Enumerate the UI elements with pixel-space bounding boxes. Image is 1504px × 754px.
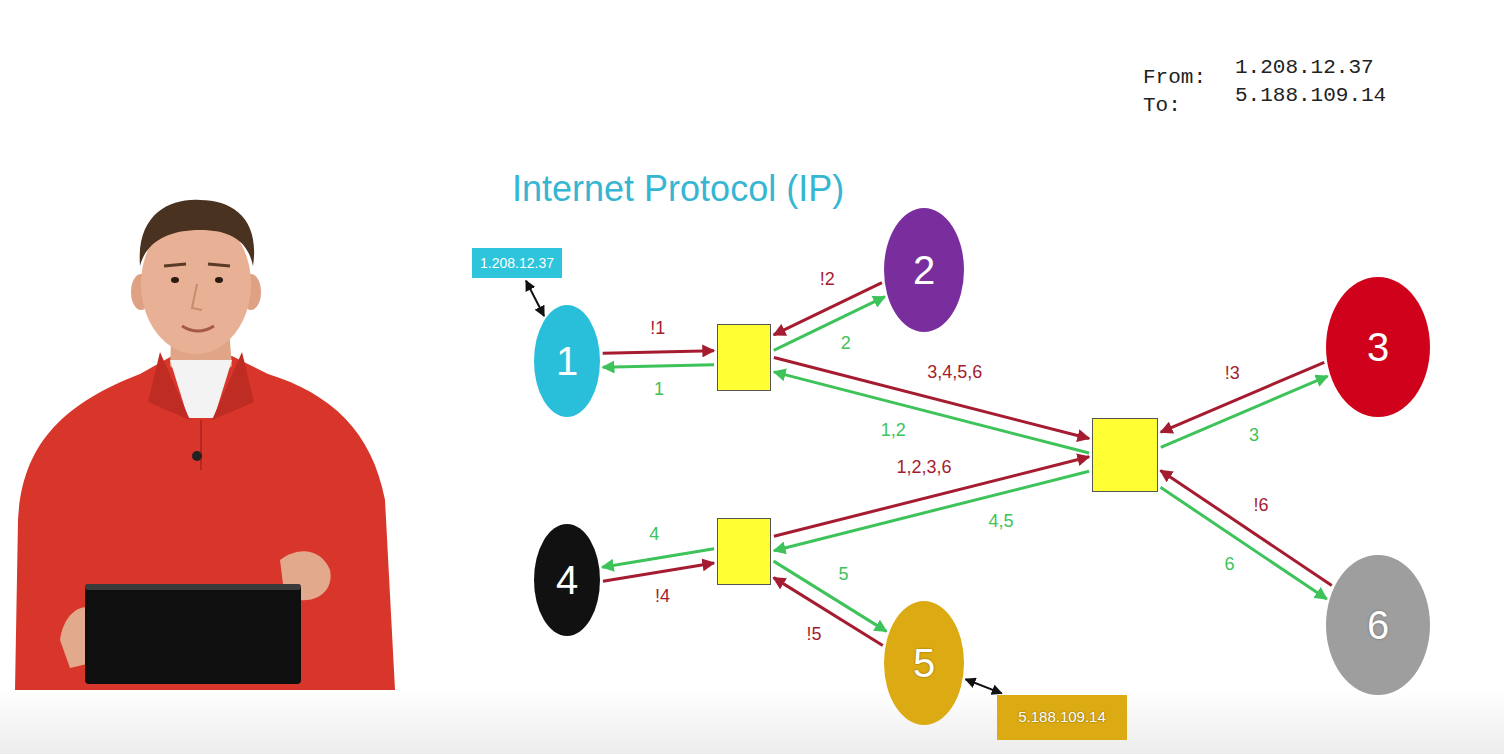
incoming-packet-arrow bbox=[774, 297, 885, 351]
host-circle: 2 bbox=[884, 208, 964, 332]
host-number: 5 bbox=[913, 640, 935, 686]
host-circle-shape bbox=[534, 524, 600, 636]
router-box bbox=[1092, 418, 1158, 492]
ip-address-tag: 1.208.12.37 bbox=[472, 248, 562, 278]
host-circle-shape bbox=[1326, 555, 1430, 695]
presenter-collar bbox=[148, 352, 190, 420]
presenter-eye bbox=[171, 277, 179, 283]
slide-title: Internet Protocol (IP) bbox=[512, 168, 844, 210]
router-box bbox=[717, 518, 771, 585]
packet-label: !6 bbox=[1252, 495, 1271, 516]
presenter-brow bbox=[208, 264, 230, 266]
incoming-packet-arrow bbox=[774, 372, 1089, 453]
header-field-name: From: bbox=[1143, 66, 1206, 89]
presenter-shirt bbox=[15, 356, 395, 690]
packet-label: 5 bbox=[836, 564, 850, 585]
presenter-brow bbox=[164, 264, 186, 266]
host-number: 4 bbox=[556, 557, 578, 603]
presenter-hair bbox=[140, 200, 254, 266]
host-circle: 6 bbox=[1326, 555, 1430, 695]
host-circle-shape bbox=[884, 208, 964, 332]
outgoing-packet-arrow bbox=[774, 357, 1089, 438]
router-box bbox=[717, 324, 771, 391]
packet-label: 1 bbox=[652, 379, 666, 400]
incoming-packet-arrow bbox=[602, 549, 714, 567]
host-circle-shape bbox=[534, 305, 600, 417]
packet-label: 3,4,5,6 bbox=[925, 362, 984, 383]
packet-label: !4 bbox=[653, 586, 672, 607]
incoming-packet-arrow bbox=[774, 561, 887, 631]
ip-address-tag: 5.188.109.14 bbox=[997, 695, 1127, 740]
outgoing-packet-arrow bbox=[774, 578, 883, 646]
host-number: 1 bbox=[556, 338, 578, 384]
ip-address: 1.208.12.37 bbox=[480, 255, 554, 271]
tablet-edge bbox=[85, 584, 301, 590]
packet-label: !2 bbox=[818, 269, 837, 290]
outgoing-packet-arrow bbox=[1160, 470, 1331, 585]
host-number: 2 bbox=[913, 247, 935, 293]
host-number: 3 bbox=[1367, 324, 1389, 370]
host-circle: 3 bbox=[1326, 277, 1430, 417]
packet-label: !5 bbox=[804, 624, 823, 645]
outgoing-packet-arrow bbox=[774, 457, 1089, 536]
header-field-name: To: bbox=[1143, 94, 1181, 117]
packet-label: 4,5 bbox=[987, 511, 1016, 532]
shirt-placket bbox=[200, 420, 202, 470]
packet-label: 3 bbox=[1247, 425, 1261, 446]
packet-label: 4 bbox=[647, 524, 661, 545]
packet-label: 2 bbox=[839, 333, 853, 354]
host-circle: 1 bbox=[534, 305, 600, 417]
host-circle: 5 bbox=[884, 601, 964, 725]
presenter-mouth bbox=[182, 326, 214, 331]
outgoing-packet-arrow bbox=[774, 283, 882, 335]
outgoing-packet-arrow bbox=[1161, 362, 1325, 432]
tablet bbox=[85, 584, 301, 684]
presenter-eye bbox=[215, 277, 223, 283]
packet-label: !3 bbox=[1223, 363, 1242, 384]
packet-label: 1,2 bbox=[879, 420, 908, 441]
host-circle: 4 bbox=[534, 524, 600, 636]
floor-shade bbox=[0, 690, 1504, 754]
packet-label: 1,2,3,6 bbox=[895, 457, 954, 478]
incoming-packet-arrow bbox=[1161, 376, 1328, 447]
incoming-packet-arrow bbox=[774, 471, 1089, 550]
host-circle-shape bbox=[884, 601, 964, 725]
packet-label: !1 bbox=[648, 318, 667, 339]
host-circle-shape bbox=[1326, 277, 1430, 417]
lapel-microphone bbox=[192, 451, 202, 461]
pointer-arrow bbox=[966, 679, 1002, 693]
ip-address: 5.188.109.14 bbox=[1235, 84, 1386, 107]
ip-address: 5.188.109.14 bbox=[1018, 708, 1106, 725]
presenter-collar bbox=[212, 352, 254, 420]
incoming-packet-arrow bbox=[1160, 487, 1326, 599]
packet-label: 6 bbox=[1222, 554, 1236, 575]
host-number: 6 bbox=[1367, 602, 1389, 648]
ip-address: 1.208.12.37 bbox=[1235, 56, 1374, 79]
pointer-arrow bbox=[526, 281, 544, 316]
outgoing-packet-arrow bbox=[603, 351, 714, 354]
incoming-packet-arrow bbox=[603, 365, 714, 368]
presenter-nose bbox=[192, 284, 202, 310]
